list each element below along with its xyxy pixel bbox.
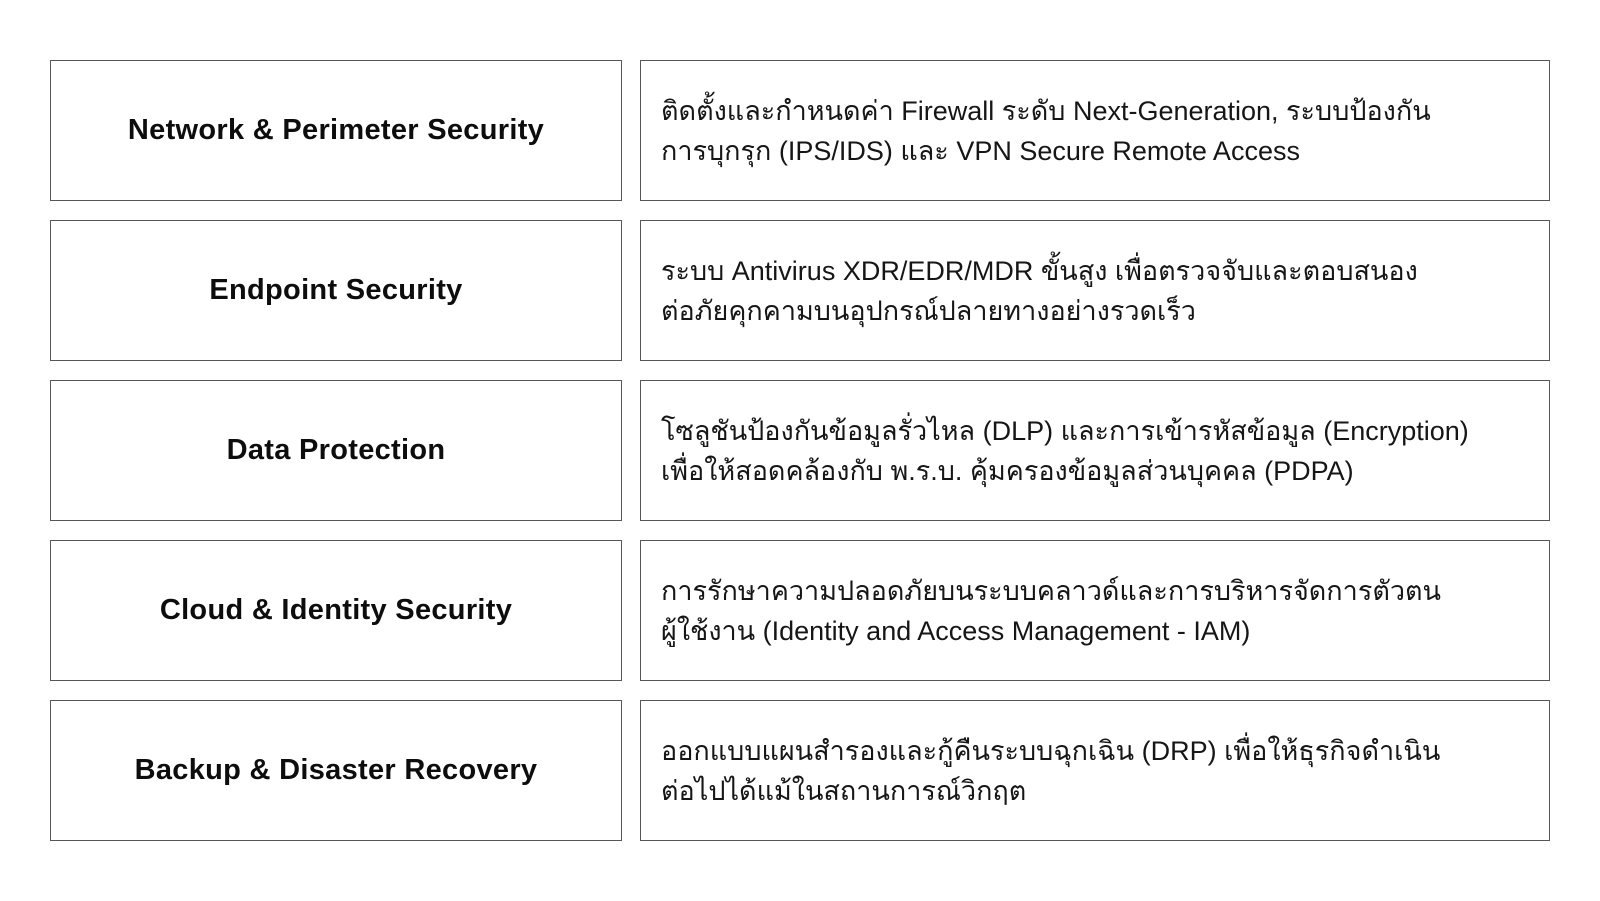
service-description: ออกแบบแผนสำรองและกู้คืนระบบฉุกเฉิน (DRP)… (661, 735, 1441, 806)
services-table: Network & Perimeter Security ติดตั้งและก… (50, 60, 1550, 841)
service-title-cell: Endpoint Security (50, 220, 622, 361)
service-description: ระบบ Antivirus XDR/EDR/MDR ขั้นสูง เพื่อ… (661, 255, 1418, 326)
service-title: Endpoint Security (209, 274, 463, 306)
service-description-cell: การรักษาความปลอดภัยบนระบบคลาวด์และการบริ… (640, 540, 1550, 681)
service-title-cell: Data Protection (50, 380, 622, 521)
service-title-cell: Network & Perimeter Security (50, 60, 622, 201)
service-title-cell: Cloud & Identity Security (50, 540, 622, 681)
service-title: Cloud & Identity Security (159, 594, 513, 626)
service-description: โซลูชันป้องกันข้อมูลรั่วไหล (DLP) และการ… (661, 415, 1469, 486)
service-title: Network & Perimeter Security (127, 114, 545, 146)
service-description-cell: ติดตั้งและกำหนดค่า Firewall ระดับ Next-G… (640, 60, 1550, 201)
table-row: Endpoint Security ระบบ Antivirus XDR/EDR… (50, 220, 1550, 361)
service-title: Data Protection (226, 434, 446, 466)
service-description-cell: โซลูชันป้องกันข้อมูลรั่วไหล (DLP) และการ… (640, 380, 1550, 521)
service-title-cell: Backup & Disaster Recovery (50, 700, 622, 841)
table-row: Cloud & Identity Security การรักษาความปล… (50, 540, 1550, 681)
service-description-cell: ระบบ Antivirus XDR/EDR/MDR ขั้นสูง เพื่อ… (640, 220, 1550, 361)
table-row: Data Protection โซลูชันป้องกันข้อมูลรั่ว… (50, 380, 1550, 521)
table-row: Network & Perimeter Security ติดตั้งและก… (50, 60, 1550, 201)
service-description: ติดตั้งและกำหนดค่า Firewall ระดับ Next-G… (661, 95, 1431, 166)
service-description-cell: ออกแบบแผนสำรองและกู้คืนระบบฉุกเฉิน (DRP)… (640, 700, 1550, 841)
table-row: Backup & Disaster Recovery ออกแบบแผนสำรอ… (50, 700, 1550, 841)
service-description: การรักษาความปลอดภัยบนระบบคลาวด์และการบริ… (661, 575, 1442, 646)
service-title: Backup & Disaster Recovery (134, 754, 538, 786)
